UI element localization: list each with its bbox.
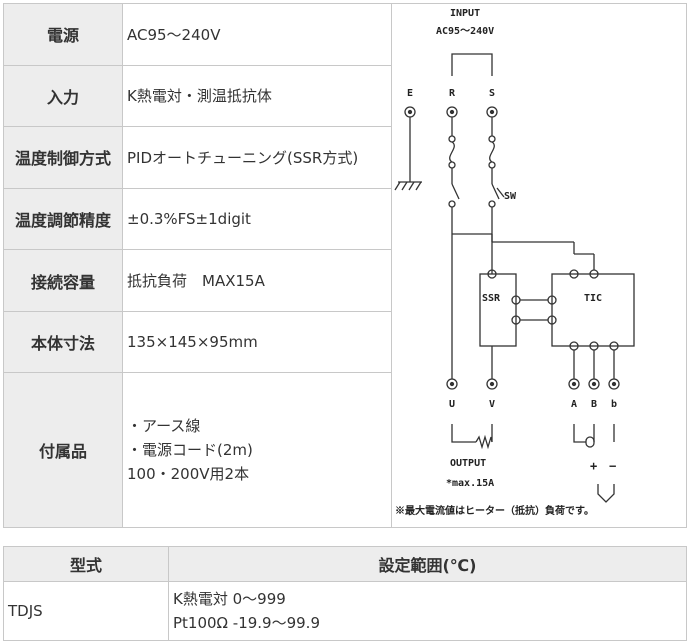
spec-label: 電源 xyxy=(3,3,123,66)
spec-value: 抵抗負荷 MAX15A xyxy=(122,249,392,312)
tic-label: TIC xyxy=(584,293,602,304)
terminal-v-label: V xyxy=(489,399,495,410)
spec-row: 温度制御方式 PIDオートチューニング(SSR方式) xyxy=(3,126,687,189)
spec-row: 付属品 ・アース線 ・電源コード(2m) 100・200V用2本 xyxy=(3,372,687,528)
spec-label: 入力 xyxy=(3,64,123,128)
spec-label: 接続容量 xyxy=(3,249,123,312)
header-range: 設定範囲(℃) xyxy=(168,546,687,582)
range-line: Pt100Ω -19.9〜99.9 xyxy=(173,614,320,632)
input-label: INPUT xyxy=(450,8,480,19)
ssr-label: SSR xyxy=(482,293,501,304)
terminal-b1-label: B xyxy=(591,399,597,410)
max-current-label: *max.15A xyxy=(446,478,494,489)
diagram-note: ※最大電流値はヒーター（抵抗）負荷です。 xyxy=(395,504,594,517)
spec-row: 温度調節精度 ±0.3%FS±1digit xyxy=(3,187,687,251)
plus-sign: + xyxy=(590,459,597,473)
spec-row: 入力 K熱電対・測温抵抗体 xyxy=(3,64,687,128)
spec-value: ±0.3%FS±1digit xyxy=(122,187,392,251)
switch-label: SW xyxy=(504,191,517,202)
spec-label: 温度制御方式 xyxy=(3,126,123,189)
accessory-line: ・アース線 xyxy=(127,417,201,436)
spec-value: PIDオートチューニング(SSR方式) xyxy=(122,126,392,189)
spec-row: 接続容量 抵抗負荷 MAX15A xyxy=(3,249,687,312)
header-type: 型式 xyxy=(3,546,169,582)
accessory-line: 100・200V用2本 xyxy=(127,465,250,484)
model-type: TDJS xyxy=(3,581,169,641)
terminal-r-label: R xyxy=(449,88,456,99)
spec-value: K熱電対・測温抵抗体 xyxy=(122,64,392,128)
spec-table: 電源 AC95〜240V xyxy=(3,3,687,528)
wiring-diagram: INPUT AC95〜240V E R S SW SSR TIC U V A B… xyxy=(394,8,635,517)
terminal-e-label: E xyxy=(407,88,413,99)
spec-row: 電源 AC95〜240V xyxy=(3,3,687,528)
terminal-u-label: U xyxy=(449,399,455,410)
spec-row: 本体寸法 135×145×95mm xyxy=(3,310,687,374)
spec-label: 付属品 xyxy=(3,372,123,528)
terminal-b2-label: b xyxy=(611,399,617,410)
accessory-line: ・電源コード(2m) xyxy=(127,441,253,460)
spec-value: AC95〜240V xyxy=(122,3,392,66)
spec-value-accessories: ・アース線 ・電源コード(2m) 100・200V用2本 xyxy=(122,372,392,528)
spec-value: 135×145×95mm xyxy=(122,310,392,374)
spec-label: 温度調節精度 xyxy=(3,187,123,251)
voltage-label: AC95〜240V xyxy=(436,26,494,37)
model-header-row: 型式 設定範囲(℃) xyxy=(3,546,687,582)
output-label: OUTPUT xyxy=(450,458,486,469)
terminal-s-label: S xyxy=(489,88,495,99)
wiring-diagram-cell: INPUT AC95〜240V E R S SW SSR TIC U V A B… xyxy=(391,3,687,528)
terminal-a-label: A xyxy=(571,399,577,410)
model-ranges: K熱電対 0〜999 Pt100Ω -19.9〜99.9 xyxy=(168,581,687,641)
spec-label: 本体寸法 xyxy=(3,310,123,374)
model-row: TDJS K熱電対 0〜999 Pt100Ω -19.9〜99.9 xyxy=(3,581,687,641)
model-table: 型式 設定範囲(℃) TDJS K熱電対 0〜999 Pt100Ω -19.9〜… xyxy=(3,546,687,641)
range-line: K熱電対 0〜999 xyxy=(173,590,286,608)
minus-sign: − xyxy=(609,459,616,473)
